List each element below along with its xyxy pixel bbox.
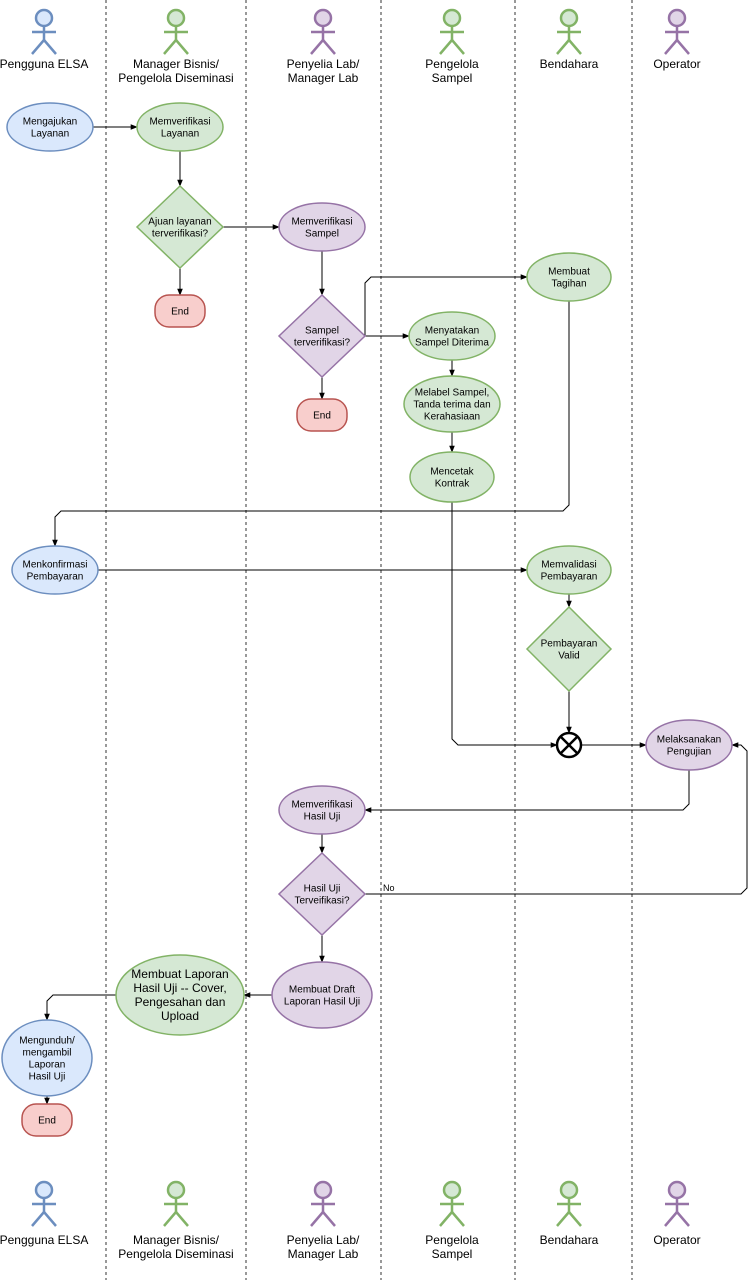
actor-penyelia-icon bbox=[310, 1180, 336, 1227]
node-label: End bbox=[38, 1116, 56, 1127]
lane-title-elsa: Pengguna ELSA bbox=[0, 57, 88, 71]
actor-pengelola-icon bbox=[439, 8, 465, 55]
actor-operator-icon bbox=[664, 8, 690, 55]
node-end1: End bbox=[154, 294, 206, 328]
actor-penyelia-icon bbox=[310, 8, 336, 55]
edge-hasil_q-to-melaksanakan bbox=[365, 742, 748, 895]
node-label: End bbox=[313, 411, 331, 422]
node-end2: End bbox=[296, 398, 348, 432]
actor-manager_bisnis-icon bbox=[163, 1180, 189, 1227]
lane-title-penyelia: Penyelia Lab/Manager Lab bbox=[287, 1233, 360, 1261]
lane-title-manager_bisnis: Manager Bisnis/Pengelola Diseminasi bbox=[118, 57, 233, 85]
lane-title-penyelia: Penyelia Lab/Manager Lab bbox=[287, 57, 360, 85]
actor-pengelola-icon bbox=[439, 1180, 465, 1227]
lane-title-bendahara: Bendahara bbox=[540, 1233, 599, 1247]
node-merge bbox=[555, 731, 583, 759]
actor-elsa-icon bbox=[31, 8, 57, 55]
edge-membuat_tagihan-to-menkonfirmasi bbox=[52, 301, 570, 547]
edge-laporan-to-mengunduh bbox=[44, 994, 116, 1021]
actor-operator-icon bbox=[664, 1180, 690, 1227]
lane-title-manager_bisnis: Manager Bisnis/Pengelola Diseminasi bbox=[118, 1233, 233, 1261]
lane-title-bendahara: Bendahara bbox=[540, 57, 599, 71]
edge-label: No bbox=[383, 883, 395, 893]
lane-title-operator: Operator bbox=[653, 1233, 700, 1247]
actor-elsa-icon bbox=[31, 1180, 57, 1227]
node-end3: End bbox=[21, 1103, 73, 1137]
edge-melaksanakan-to-memverifikasi_hasil bbox=[364, 770, 690, 813]
actor-bendahara-icon bbox=[556, 1180, 582, 1227]
actor-manager_bisnis-icon bbox=[163, 8, 189, 55]
actor-bendahara-icon bbox=[556, 8, 582, 55]
edge-sampel_q-to-membuat_tagihan bbox=[364, 274, 528, 336]
node-label: End bbox=[171, 307, 189, 318]
lane-title-elsa: Pengguna ELSA bbox=[0, 1233, 88, 1247]
lane-title-operator: Operator bbox=[653, 57, 700, 71]
edge-mencetak-to-merge bbox=[451, 502, 558, 748]
